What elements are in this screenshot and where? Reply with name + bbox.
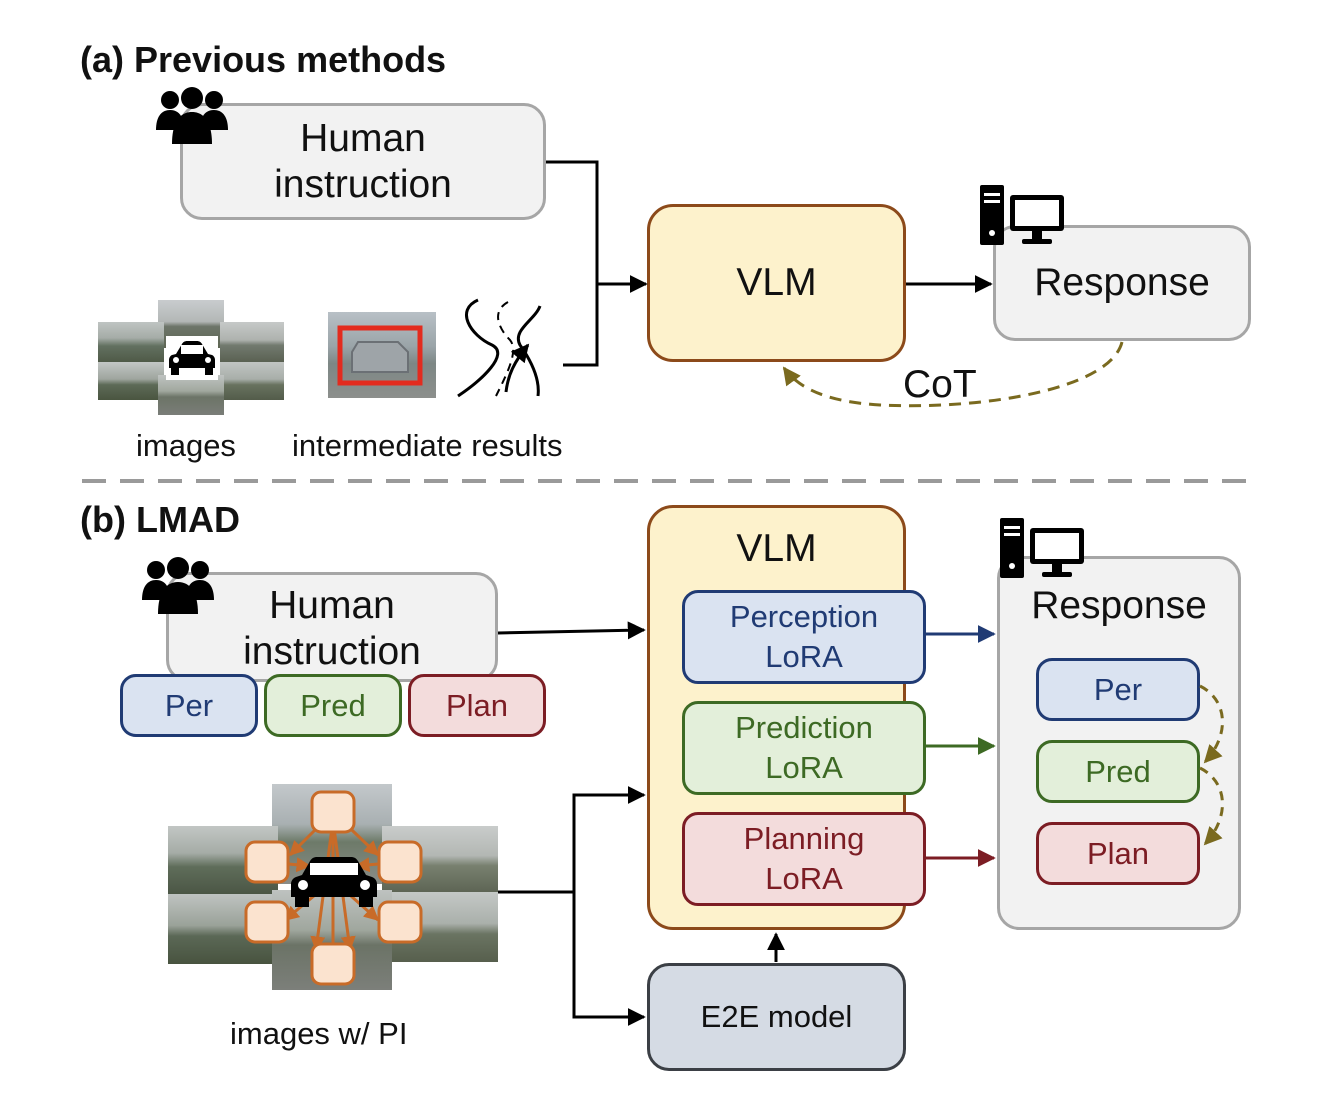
graph-node (244, 900, 290, 944)
road-icon (457, 298, 542, 398)
vlm-label-a: VLM (736, 261, 817, 304)
human-instruction-label-b: Human instruction (243, 584, 421, 673)
prediction-lora-line1: Prediction (735, 710, 873, 745)
response-item-plan: Plan (1036, 822, 1200, 885)
tag-per-label: Per (164, 687, 214, 723)
detection-box-icon (337, 325, 423, 386)
tag-pred-label: Pred (300, 687, 366, 723)
tag-plan: Plan (408, 674, 546, 737)
e2e-model-label: E2E model (700, 999, 853, 1034)
response-label-b: Response (1031, 584, 1207, 627)
vlm-box-a: VLM (647, 204, 906, 362)
camera-image-back (158, 375, 224, 415)
camera-image-front-left (98, 322, 164, 362)
perception-lora-line1: Perception (729, 599, 879, 634)
tag-pred: Pred (264, 674, 402, 737)
graph-node (310, 790, 356, 834)
arrow-b-images-to-e2e (572, 892, 646, 1026)
section-title-a: (a) Previous methods (80, 39, 447, 80)
response-item-per-label: Per (1093, 671, 1143, 707)
graph-node (377, 900, 423, 944)
camera-image-back-left (98, 362, 164, 400)
arrow-b-images-to-vlm (498, 786, 646, 894)
graph-node (244, 840, 290, 884)
people-icon (156, 87, 228, 144)
response-box-a: Response (993, 225, 1251, 341)
e2e-model-box: E2E model (647, 963, 906, 1071)
response-item-pred-label: Pred (1085, 753, 1151, 789)
arrow-pred-to-plan (1199, 766, 1224, 846)
planning-lora-line2: LoRA (765, 861, 843, 896)
response-item-plan-label: Plan (1086, 835, 1150, 871)
section-title-b: (b) LMAD (80, 499, 240, 540)
vlm-label-b: VLM (736, 527, 817, 570)
camera-image-front-right (220, 322, 284, 362)
computer-icon (980, 185, 1064, 245)
graph-node (377, 840, 423, 884)
prediction-lora-line2: LoRA (765, 750, 843, 785)
cot-arrow (782, 341, 1124, 408)
images-caption-a: images (136, 428, 236, 463)
graph-node (310, 942, 356, 986)
car-icon (169, 341, 215, 375)
computer-icon (1000, 518, 1084, 578)
planning-lora-box: Planning LoRA (682, 812, 926, 906)
detected-car-icon (351, 341, 409, 373)
car-icon (291, 857, 377, 907)
human-instruction-box-b: Human instruction (166, 572, 498, 682)
intermediate-results-caption: intermediate results (292, 428, 563, 463)
perception-lora-box: Perception LoRA (682, 590, 926, 684)
human-instruction-box-a: Human instruction (180, 103, 546, 220)
planning-lora-line1: Planning (743, 821, 865, 856)
tag-plan-label: Plan (445, 687, 509, 723)
camera-image-back-right (220, 362, 284, 400)
cot-label: CoT (903, 363, 977, 406)
connector-a-inputs (546, 160, 599, 367)
people-icon (142, 557, 214, 614)
response-label-a: Response (1034, 261, 1210, 304)
human-instruction-label-a: Human instruction (274, 116, 452, 206)
arrow-per-to-pred (1199, 684, 1224, 764)
response-item-per: Per (1036, 658, 1200, 721)
tag-per: Per (120, 674, 258, 737)
images-caption-b: images w/ PI (230, 1016, 408, 1051)
interaction-graph (244, 790, 423, 986)
prediction-lora-box: Prediction LoRA (682, 701, 926, 795)
arrow-b-instruction-to-vlm (497, 621, 646, 640)
response-item-pred: Pred (1036, 740, 1200, 803)
perception-lora-line2: LoRA (765, 639, 843, 674)
